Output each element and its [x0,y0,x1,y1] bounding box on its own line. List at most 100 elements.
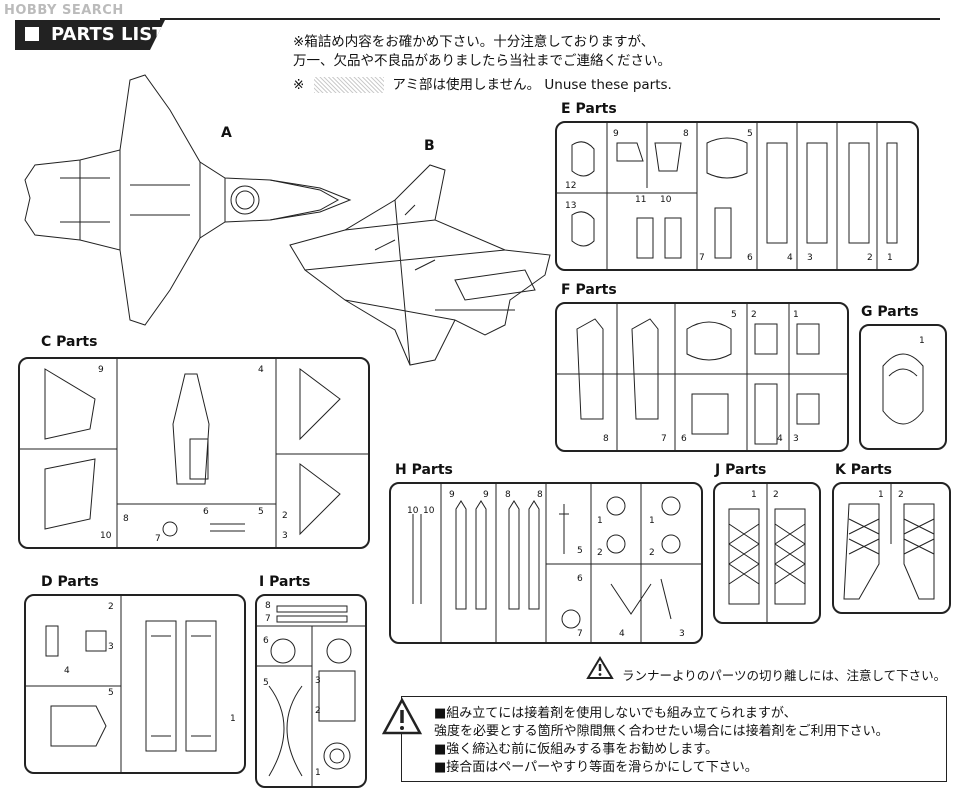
i-parts-runner [257,596,365,786]
d-part-number: 3 [108,642,114,652]
h-part-number: 8 [537,490,543,500]
mesh-swatch [314,77,385,93]
canopy-part [861,326,945,448]
f-parts-sprue: 5 2 1 8 7 6 4 3 [555,302,849,452]
e-part-number: 3 [807,253,813,263]
c-part-number: 10 [100,531,112,541]
d-part-number: 4 [64,666,70,676]
i-part-number: 8 [265,601,271,611]
c-parts-sprue: 9 4 8 10 7 6 5 2 3 [18,357,370,549]
j-parts-sprue: 1 2 [713,482,821,624]
g-parts-label: G Parts [861,304,919,320]
h-part-number: 2 [597,548,603,558]
assembly-note-2: 強度を必要とする箇所や隙間無く合わせたい場合には接着剤をご利用下さい。 [434,724,889,739]
f-part-number: 6 [681,434,687,444]
e-part-number: 13 [565,201,577,211]
f-part-number: 7 [661,434,667,444]
f-part-number: 1 [793,310,799,320]
e-part-number: 9 [613,129,619,139]
e-part-number: 12 [565,181,577,191]
k-parts-sprue: 1 2 [832,482,951,614]
i-part-number: 1 [315,768,321,778]
i-parts-sprue: 8 7 6 3 5 2 1 [255,594,367,788]
e-parts-runner [557,123,917,269]
e-part-number: 2 [867,253,873,263]
large-warning-icon [381,697,423,735]
d-parts-label: D Parts [41,574,99,590]
j-parts-label: J Parts [715,462,767,478]
h-part-number: 5 [577,546,583,556]
h-part-number: 7 [577,629,583,639]
k-parts-label: K Parts [835,462,892,478]
i-parts-label: I Parts [259,574,311,590]
i-part-number: 7 [265,614,271,624]
e-part-number: 4 [787,253,793,263]
h-part-number: 1 [649,516,655,526]
k-part-number: 1 [878,490,884,500]
c-part-number: 6 [203,507,209,517]
i-part-number: 3 [315,676,321,686]
note-mark: ※ [293,77,305,93]
mesh-note: ※ アミ部は使用しません。 Unuse these parts. [293,76,672,95]
e-part-number: 6 [747,253,753,263]
square-bullet-icon [25,27,39,41]
j-exhaust-parts [715,484,819,622]
h-parts-label: H Parts [395,462,453,478]
c-parts-runner [20,359,368,547]
h-part-number: 3 [679,629,685,639]
f-part-number: 2 [751,310,757,320]
j-part-number: 1 [751,490,757,500]
c-part-number: 7 [155,534,161,544]
assembly-note-1: ■組み立てには接着剤を使用しないでも組み立てられますが、 [434,706,797,721]
aircraft-a-drawing [20,70,360,330]
g-part-number: 1 [919,336,925,346]
h-part-number: 1 [597,516,603,526]
watermark-logo: HOBBY SEARCH [4,3,124,18]
assembly-notes: ■組み立てには接着剤を使用しないでも組み立てられますが、 強度を必要とする箇所や… [434,705,889,777]
assembly-notes-box: ■組み立てには接着剤を使用しないでも組み立てられますが、 強度を必要とする箇所や… [401,696,947,782]
h-part-number: 10 [407,506,419,516]
e-part-number: 1 [887,253,893,263]
f-part-number: 4 [777,434,783,444]
header-rule [160,18,940,20]
e-part-number: 11 [635,195,647,205]
c-part-number: 9 [98,365,104,375]
f-part-number: 8 [603,434,609,444]
j-part-number: 2 [773,490,779,500]
note-line-2: 万一、欠品や不良品がありましたら当社までご連絡ください。 [293,53,671,69]
h-part-number: 10 [423,506,435,516]
d-part-number: 1 [230,714,236,724]
i-part-number: 5 [263,678,269,688]
d-parts-sprue: 2 3 4 5 1 [24,594,246,774]
e-part-number: 7 [699,253,705,263]
c-parts-label: C Parts [41,334,98,350]
i-part-number: 2 [315,706,321,716]
h-part-number: 9 [449,490,455,500]
f-part-number: 5 [731,310,737,320]
aircraft-b-label: B [424,138,435,154]
mesh-note-text: アミ部は使用しません。 Unuse these parts. [392,77,672,93]
c-part-number: 2 [282,511,288,521]
d-part-number: 2 [108,602,114,612]
f-part-number: 3 [793,434,799,444]
h-parts-runner [391,484,701,642]
f-parts-runner [557,304,847,450]
k-part-number: 2 [898,490,904,500]
e-part-number: 5 [747,129,753,139]
note-line-1: ※箱詰め内容をお確かめ下さい。十分注意しておりますが、 [293,34,655,50]
d-part-number: 5 [108,688,114,698]
c-part-number: 3 [282,531,288,541]
k-exhaust-parts [834,484,949,612]
warning-triangle-icon [586,656,614,679]
assembly-note-4: ■接合面はペーパーやすり等面を滑らかにして下さい。 [434,760,758,775]
e-part-number: 8 [683,129,689,139]
parts-list-banner: PARTS LIST [15,20,165,50]
assembly-note-3: ■強く締込む前に仮組みする事をお勧めします。 [434,742,718,757]
h-part-number: 2 [649,548,655,558]
e-part-number: 10 [660,195,672,205]
c-part-number: 4 [258,365,264,375]
page-title: PARTS LIST [51,24,165,45]
h-part-number: 4 [619,629,625,639]
c-part-number: 8 [123,514,129,524]
aircraft-b-drawing [285,160,555,370]
